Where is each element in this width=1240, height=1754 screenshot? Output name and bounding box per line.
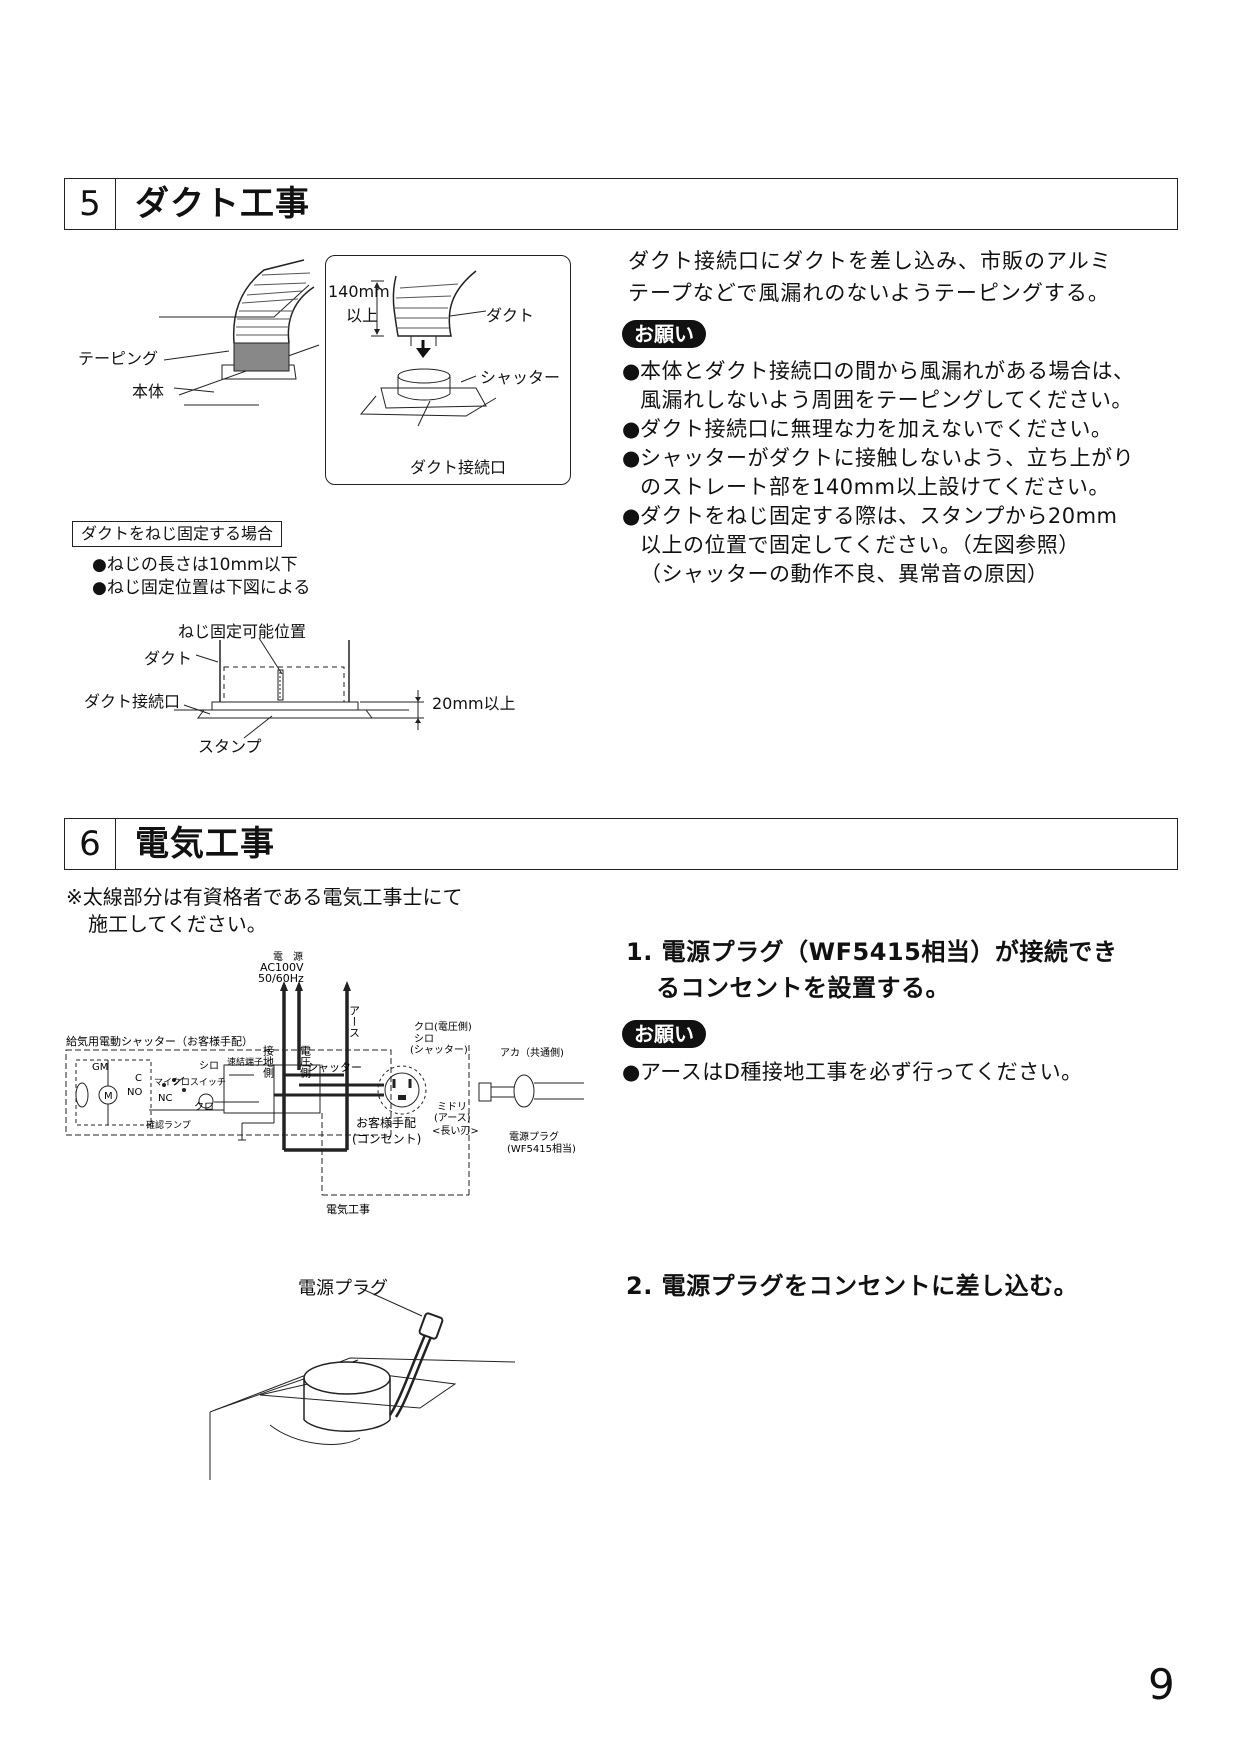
notice-badge: お願い	[622, 1020, 706, 1048]
notice-item: ●ダクトをねじ固定する際は、スタンプから20mm 以上の位置で固定してください。…	[622, 502, 1135, 589]
electrician-note: ※太線部分は有資格者である電気工事士にて 施工してください。	[66, 884, 463, 938]
section-6-header: 6 電気工事	[64, 818, 1178, 870]
motor-label: M	[104, 1091, 113, 1102]
shutter-box-title: 給気用電動シャッター（お客様手配）	[66, 1034, 253, 1048]
c-label: C	[135, 1073, 142, 1084]
duct-label: ダクト	[486, 306, 535, 325]
plug-connection-figure	[209, 1287, 516, 1480]
white-shutter-label: シロ	[414, 1034, 434, 1045]
intro-line: テープなどで風漏れのないようテーピングする。	[628, 281, 1110, 305]
voltage-side-label: 電圧側	[299, 1045, 312, 1078]
step-2: 2. 電源プラグをコンセントに差し込む。	[626, 1272, 1079, 1300]
section-title: 電気工事	[135, 824, 275, 864]
section-number: 5	[65, 179, 116, 229]
plug-label-2: (WF5415相当)	[507, 1142, 576, 1155]
length-label: 140mm	[328, 282, 390, 301]
section-number: 6	[65, 819, 116, 869]
green-label-2: (アース)	[434, 1113, 471, 1124]
wiring-diagram: 電 源 AC100V 50/60Hz 接地側 電圧側 アース 給気用電動シャッタ…	[65, 950, 584, 1216]
screw-bullet: ねじ固定位置は下図による	[106, 578, 311, 598]
step-line: 1. 電源プラグ（WF5415相当）が接続でき	[626, 938, 1118, 966]
ground-side-label: 接地側	[262, 1045, 275, 1078]
section-5-header: 5 ダクト工事	[64, 178, 1178, 230]
terminal-label: 速結端子	[227, 1056, 263, 1068]
earth-notice: ●アースはD種接地工事を必ず行ってください。	[622, 1060, 1083, 1084]
screw-fix-box: ダクトをねじ固定する場合	[72, 521, 283, 547]
white-label: シロ	[199, 1061, 219, 1072]
page-number: 9	[1148, 1660, 1175, 1709]
note-line: ※太線部分は有資格者である電気工事士にて	[66, 885, 463, 909]
notice-text: ダクトをねじ固定する際は、スタンプから20mm	[640, 504, 1118, 528]
note-line: 施工してください。	[88, 912, 267, 936]
shutter-wire-label: シャッター	[307, 1061, 362, 1074]
duct-connection-inset: 140mm 以上 ダクト シャッター ダクト接続口	[325, 255, 571, 485]
gm-label: GM	[92, 1062, 108, 1073]
black-voltage-label: クロ(電圧側)	[414, 1020, 472, 1033]
black-label: クロ	[194, 1101, 214, 1113]
power-label: AC100V	[260, 961, 304, 974]
outlet-label-2: (コンセント)	[352, 1132, 421, 1146]
notice-text: 以上の位置で固定してください。（左図参照）	[640, 533, 1080, 557]
notice-text: のストレート部を140mm以上設けてください。	[640, 475, 1110, 499]
notice-text: （シャッターの動作不良、異常音の原因）	[640, 562, 1049, 586]
plug-label: 電源プラグ	[298, 1278, 388, 1299]
duct-intro: ダクト接続口にダクトを差し込み、市販のアルミ テープなどで風漏れのないようテーピ…	[628, 245, 1112, 309]
notice-item: ●ダクト接続口に無理な力を加えないでください。	[622, 417, 1113, 441]
intro-line: ダクト接続口にダクトを差し込み、市販のアルミ	[628, 249, 1112, 273]
shutter-label: シャッター	[480, 368, 561, 387]
fig3-dim-label: 20mm以上	[432, 694, 516, 713]
earth-label: アース	[348, 1005, 361, 1038]
notice-text: 本体とダクト接続口の間から風漏れがある場合は、	[640, 359, 1135, 383]
fig3-duct-label: ダクト	[144, 649, 193, 668]
plug-label: 電源プラグ	[509, 1130, 559, 1143]
notice-badge: お願い	[622, 320, 706, 348]
duct-shutter-drawing	[359, 270, 497, 427]
duct-taping-figure	[159, 259, 320, 406]
notice-item: ●本体とダクト接続口の間から風漏れがある場合は、 風漏れしないよう周囲をテーピン…	[622, 357, 1135, 415]
no-label: NO	[127, 1087, 142, 1098]
screw-position-figure	[174, 637, 424, 739]
screw-bullets: ●ねじの長さは10mm以下 ●ねじ固定位置は下図による	[92, 555, 311, 598]
notice-text: シャッターがダクトに接触しないよう、立ち上がり	[640, 446, 1135, 470]
fig3-stamp-label: スタンプ	[198, 737, 262, 756]
screw-pos-label: ねじ固定可能位置	[178, 622, 307, 641]
notice-text: 風漏れしないよう周囲をテーピングしてください。	[640, 388, 1133, 412]
power-label: 50/60Hz	[258, 972, 304, 985]
port-label: ダクト接続口	[410, 458, 507, 477]
lamp-label: 確認ランプ	[146, 1119, 191, 1131]
notice-text: アースはD種接地工事を必ず行ってください。	[640, 1060, 1083, 1084]
elec-work-label: 電気工事	[326, 1202, 370, 1216]
fig3-port-label: ダクト接続口	[84, 692, 181, 711]
nc-label: NC	[158, 1093, 172, 1104]
step-1: 1. 電源プラグ（WF5415相当）が接続でき るコンセントを設置する。	[626, 934, 1117, 1006]
white-shutter-label-2: (シャッター)	[410, 1044, 468, 1056]
screw-bullet: ねじの長さは10mm以下	[106, 555, 298, 575]
microswitch-label: マイクロスイッチ	[154, 1077, 226, 1088]
section-title: ダクト工事	[135, 184, 310, 224]
taping-label: テーピング	[78, 349, 159, 368]
long-blade-label: <長い刃>	[432, 1125, 479, 1137]
duct-notice-list: ●本体とダクト接続口の間から風漏れがある場合は、 風漏れしないよう周囲をテーピン…	[622, 357, 1135, 589]
power-label: 電 源	[273, 950, 303, 963]
body-label: 本体	[132, 382, 165, 401]
length-label-2: 以上	[346, 306, 379, 325]
step-line: るコンセントを設置する。	[656, 974, 950, 1002]
outlet-label: お客様手配	[356, 1115, 416, 1130]
green-label: ミドリ	[437, 1102, 467, 1113]
notice-item: ●シャッターがダクトに接触しないよう、立ち上がり のストレート部を140mm以上…	[622, 444, 1135, 502]
notice-text: ダクト接続口に無理な力を加えないでください。	[640, 417, 1113, 441]
red-label: アカ（共通側)	[500, 1046, 564, 1059]
